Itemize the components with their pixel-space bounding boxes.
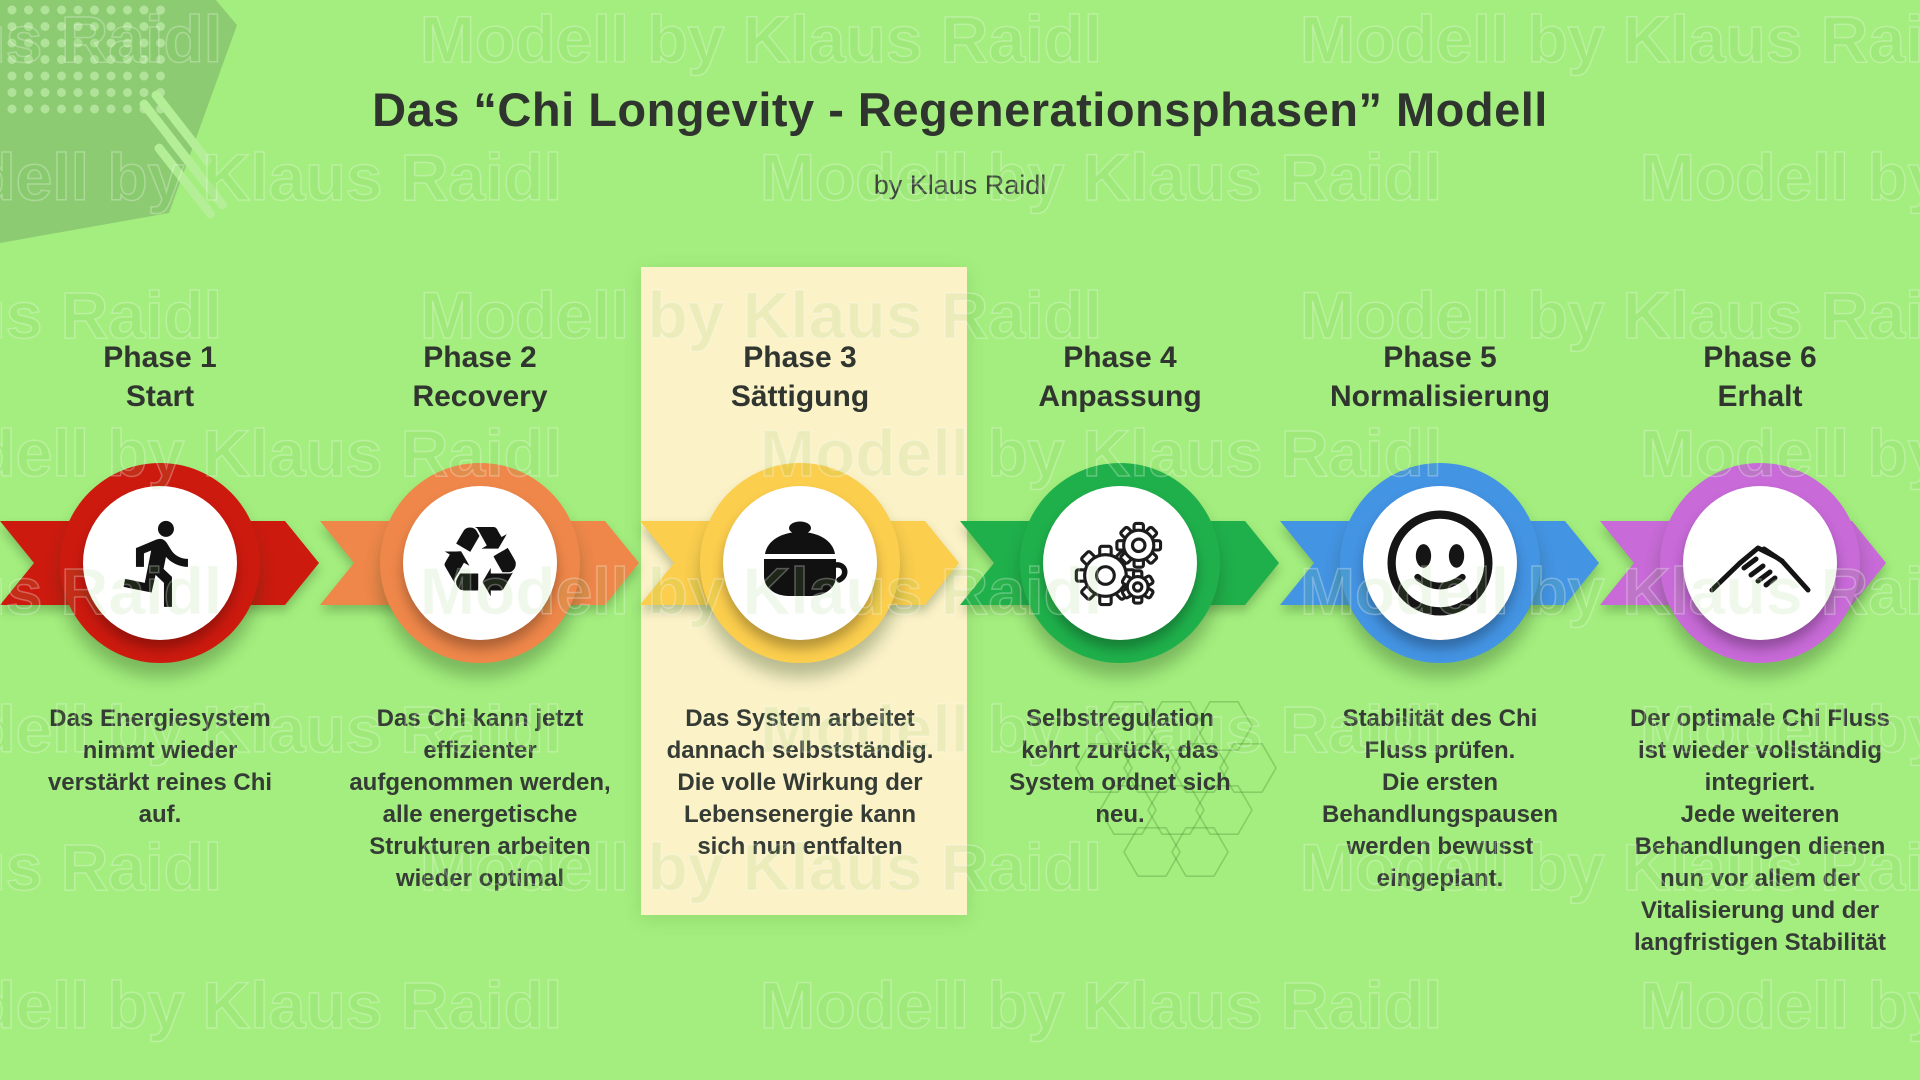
phase-header: Phase 5 Normalisierung bbox=[1280, 338, 1600, 416]
phase-column-4: Phase 4 Anpassung Selbstregulation kehrt … bbox=[960, 0, 1280, 1080]
phase-description: Der optimale Chi Fluss ist wieder vollst… bbox=[1629, 705, 1891, 956]
handshake-icon bbox=[1709, 545, 1811, 593]
phase-number: Phase 2 bbox=[423, 341, 537, 374]
smiley-icon bbox=[1387, 510, 1493, 616]
icon-disc bbox=[1683, 486, 1837, 640]
page-title: Das “Chi Longevity - Regenerationsphasen… bbox=[372, 83, 1548, 136]
phase-description: Stabilität des Chi Fluss prüfen. Die ers… bbox=[1321, 705, 1559, 892]
phase-description: Das Chi kann jetzt effizienter aufgenomm… bbox=[349, 705, 611, 892]
phase-description: Selbstregulation kehrt zurück, das Syste… bbox=[1009, 705, 1231, 828]
phase-name: Anpassung bbox=[1038, 380, 1202, 413]
icon-disc bbox=[83, 486, 237, 640]
icon-disc bbox=[723, 486, 877, 640]
phase-name: Sättigung bbox=[730, 380, 870, 413]
phase-column-5: Phase 5 Normalisierung Stabilität des Chi… bbox=[1280, 0, 1600, 1080]
phase-number: Phase 4 bbox=[1063, 341, 1177, 374]
phase-name: Start bbox=[125, 380, 195, 413]
page-subtitle: by Klaus Raidl bbox=[873, 170, 1047, 200]
gears-icon bbox=[1074, 521, 1163, 607]
phase-header: Phase 1 Start bbox=[0, 338, 320, 416]
icon-disc bbox=[1363, 486, 1517, 640]
runner-icon bbox=[123, 520, 188, 607]
phase-column-2: Phase 2 Recovery ♻ Das Chi kann jetzt eff… bbox=[320, 0, 640, 1080]
phase-number: Phase 6 bbox=[1703, 341, 1817, 374]
phase-header: Phase 4 Anpassung bbox=[960, 338, 1280, 416]
phase-header: Phase 2 Recovery bbox=[320, 338, 640, 416]
phase-number: Phase 5 bbox=[1383, 341, 1497, 374]
phase-column-6: Phase 6 Erhalt Der optimale Chi Fluss ist… bbox=[1600, 0, 1920, 1080]
cooking-pot-icon bbox=[764, 521, 848, 596]
phase-name: Recovery bbox=[412, 380, 548, 413]
icon-disc bbox=[1043, 486, 1197, 640]
icon-disc: ♻ bbox=[403, 486, 557, 640]
phase-header: Phase 6 Erhalt bbox=[1600, 338, 1920, 416]
phase-header: Phase 3 Sättigung bbox=[640, 338, 960, 416]
phase-column-1: Phase 1 Start Das Energiesystem nimmt wie… bbox=[0, 0, 320, 1080]
phase-name: Normalisierung bbox=[1329, 380, 1551, 413]
phase-column-3: Phase 3 Sättigung Das System arbeitet dan… bbox=[640, 0, 960, 1080]
phase-description: Das System arbeitet dannach selbstständi… bbox=[666, 705, 934, 860]
phase-number: Phase 3 bbox=[743, 341, 857, 374]
phase-description: Das Energiesystem nimmt wieder verstärkt… bbox=[47, 705, 273, 828]
phase-number: Phase 1 bbox=[103, 341, 217, 374]
recycle-icon: ♻ bbox=[436, 506, 524, 620]
phase-name: Erhalt bbox=[1717, 380, 1803, 413]
